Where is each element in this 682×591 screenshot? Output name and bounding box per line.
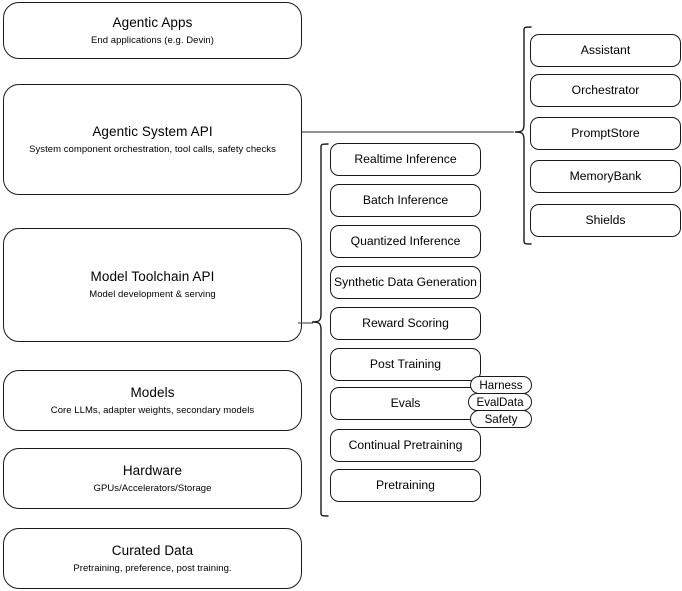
- capability-label: Reward Scoring: [362, 315, 449, 330]
- capability-continual-pretraining[interactable]: Continual Pretraining: [330, 429, 481, 462]
- layer-agentic-system-api[interactable]: Agentic System API System component orch…: [3, 84, 302, 195]
- capability-reward-scoring[interactable]: Reward Scoring: [330, 307, 481, 340]
- brace-model-toolchain-capabilities: [300, 140, 332, 522]
- component-label: Shields: [585, 212, 626, 227]
- layer-title: Agentic Apps: [112, 14, 193, 30]
- capability-label: Realtime Inference: [354, 151, 457, 166]
- layer-subtitle: System component orchestration, tool cal…: [29, 143, 276, 155]
- layer-models[interactable]: Models Core LLMs, adapter weights, secon…: [3, 370, 302, 431]
- capability-label: Synthetic Data Generation: [334, 274, 477, 289]
- eval-tag-harness[interactable]: Harness: [470, 376, 532, 394]
- capability-label: Continual Pretraining: [348, 437, 463, 452]
- eval-tag-label: Safety: [484, 412, 518, 426]
- capability-label: Quantized Inference: [350, 233, 461, 248]
- component-memorybank[interactable]: MemoryBank: [530, 160, 681, 193]
- capability-quantized-inference[interactable]: Quantized Inference: [330, 225, 481, 258]
- layer-subtitle: Core LLMs, adapter weights, secondary mo…: [50, 404, 255, 416]
- capability-label: Post Training: [369, 356, 442, 371]
- eval-tag-label: EvalData: [476, 395, 524, 409]
- layer-title: Curated Data: [111, 542, 194, 558]
- component-label: Assistant: [580, 42, 631, 57]
- component-shields[interactable]: Shields: [530, 204, 681, 237]
- layer-subtitle: End applications (e.g. Devin): [91, 34, 214, 46]
- capability-synthetic-data-generation[interactable]: Synthetic Data Generation: [330, 266, 481, 299]
- eval-tag-label: Harness: [479, 378, 523, 392]
- eval-tag-safety[interactable]: Safety: [470, 410, 532, 428]
- capability-batch-inference[interactable]: Batch Inference: [330, 184, 481, 217]
- layer-subtitle: Model development & serving: [89, 289, 216, 300]
- component-promptstore[interactable]: PromptStore: [530, 117, 681, 150]
- component-assistant[interactable]: Assistant: [530, 34, 681, 67]
- component-label: PromptStore: [571, 125, 640, 140]
- layer-subtitle: GPUs/Accelerators/Storage: [93, 482, 212, 494]
- capability-pretraining[interactable]: Pretraining: [330, 469, 481, 502]
- eval-tag-evaldata[interactable]: EvalData: [468, 393, 532, 411]
- layer-title: Models: [130, 384, 175, 400]
- capability-post-training[interactable]: Post Training: [330, 348, 481, 381]
- component-orchestrator[interactable]: Orchestrator: [530, 74, 681, 107]
- layer-agentic-apps[interactable]: Agentic Apps End applications (e.g. Devi…: [3, 2, 302, 59]
- capability-evals[interactable]: Evals: [330, 387, 481, 420]
- component-label: MemoryBank: [569, 168, 642, 183]
- layer-model-toolchain-api[interactable]: Model Toolchain API Model development & …: [3, 228, 302, 342]
- layer-curated-data[interactable]: Curated Data Pretraining, preference, po…: [3, 528, 302, 589]
- capability-label: Batch Inference: [362, 192, 449, 207]
- capability-realtime-inference[interactable]: Realtime Inference: [330, 143, 481, 176]
- capability-label: Evals: [390, 395, 421, 410]
- capability-label: Pretraining: [376, 477, 435, 492]
- layer-title: Agentic System API: [92, 123, 213, 139]
- component-label: Orchestrator: [571, 82, 640, 97]
- layer-subtitle: Pretraining, preference, post training.: [73, 562, 232, 574]
- layer-title: Model Toolchain API: [90, 269, 215, 285]
- layer-hardware[interactable]: Hardware GPUs/Accelerators/Storage: [3, 448, 302, 509]
- layer-title: Hardware: [122, 462, 183, 478]
